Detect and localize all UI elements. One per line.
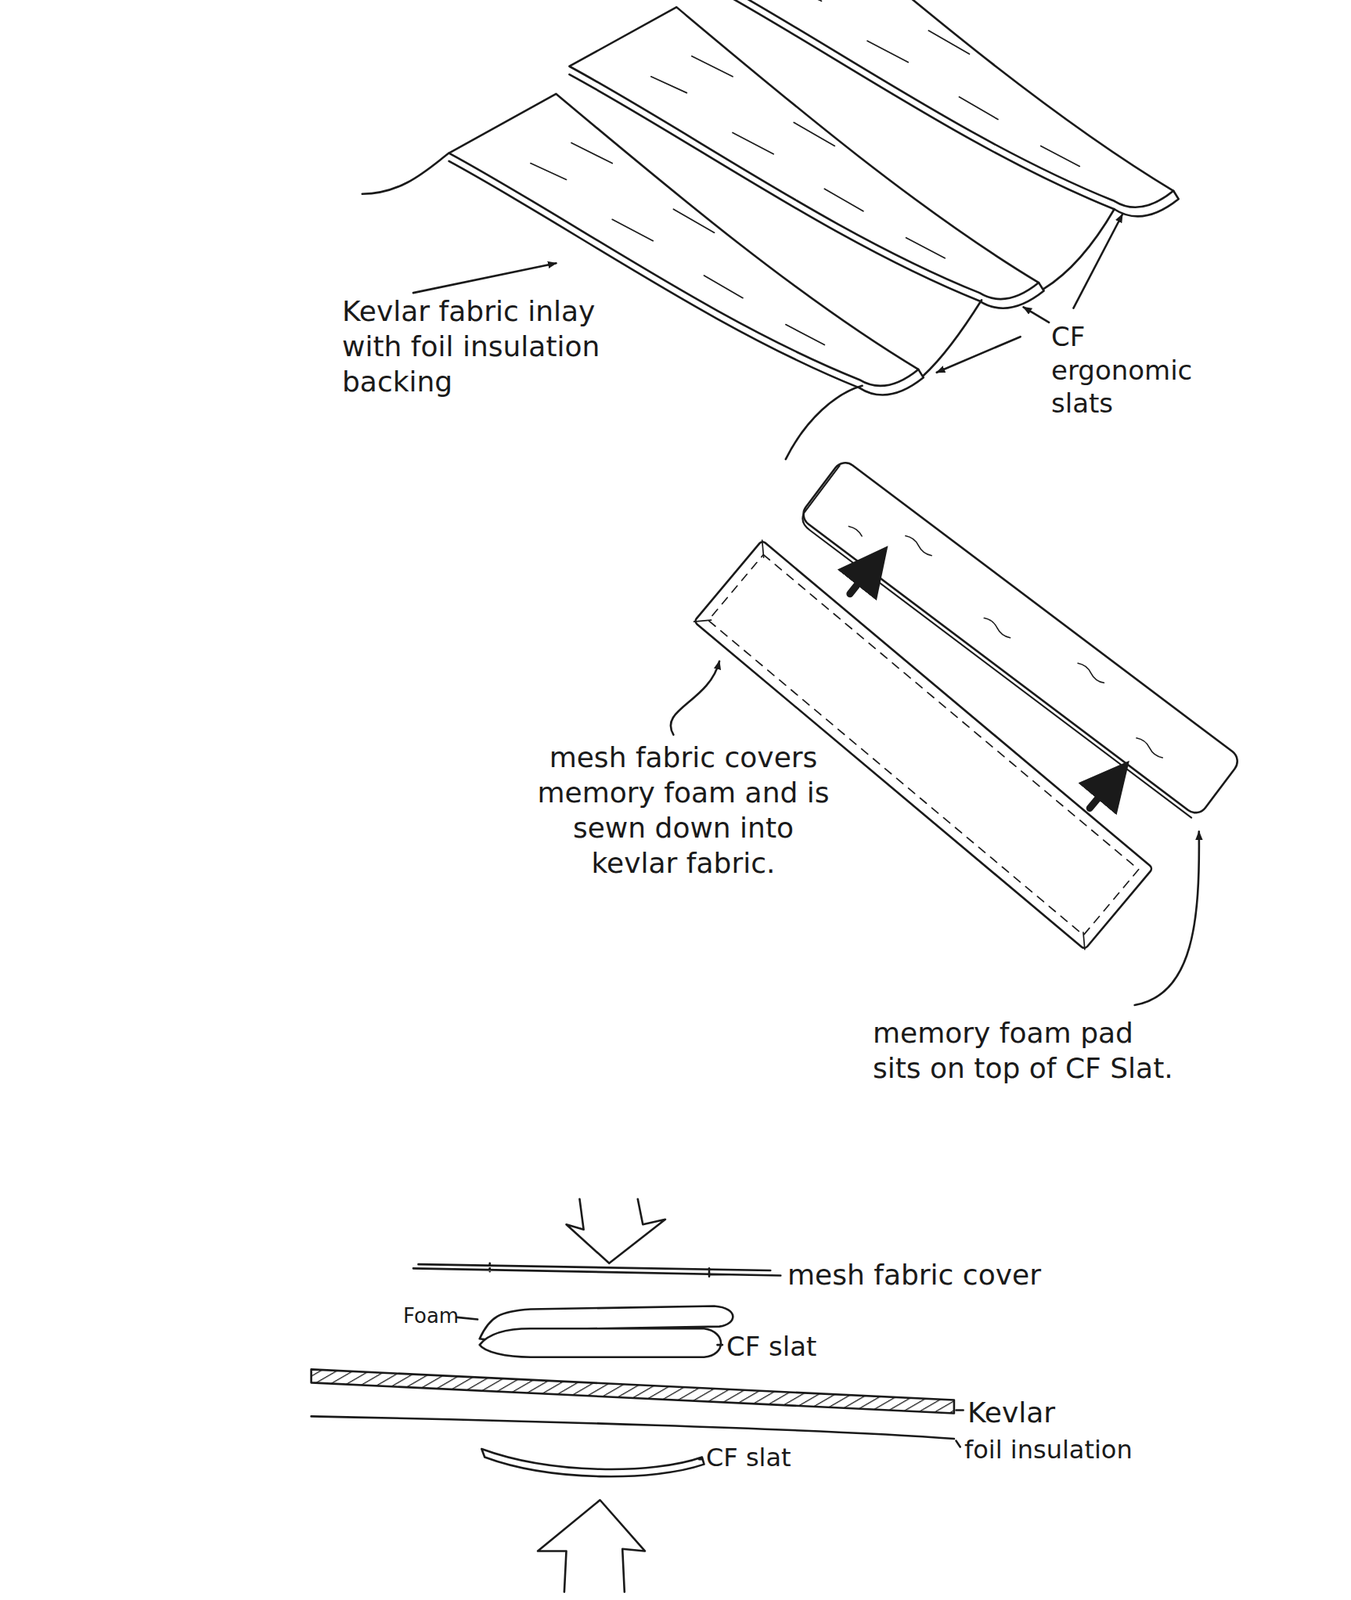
callout-label: foil insulation (964, 1433, 1133, 1466)
load-arrow (566, 1199, 666, 1264)
kevlar-layer (311, 1369, 955, 1413)
leader-line (936, 336, 1021, 373)
leader-dash (457, 1317, 964, 1460)
fabric-edge (362, 153, 450, 195)
leader-line (1073, 214, 1123, 309)
callout-label: CF slat (726, 1329, 817, 1364)
leader-line (413, 262, 557, 293)
leader-line (670, 661, 720, 735)
fabric-drape (785, 385, 863, 460)
support-arrow (537, 1499, 645, 1592)
callout-label: Kevlar fabric inlay with foil insulation… (342, 293, 638, 400)
fit-arrow (850, 569, 870, 594)
cf-slat-section (481, 1448, 704, 1477)
fabric-edge (923, 299, 982, 375)
callout-label: mesh fabric covers memory foam and is se… (535, 739, 832, 881)
leader-line (1134, 831, 1200, 1006)
callout-label: CF ergonomic slats (1051, 320, 1215, 421)
callout-label: memory foam pad sits on top of CF Slat. (872, 1015, 1179, 1086)
mesh-layer (413, 1263, 781, 1277)
callout-label: CF slat (706, 1441, 792, 1474)
callout-label: Kevlar (967, 1394, 1056, 1431)
callout-label: mesh fabric cover (787, 1257, 1042, 1293)
fit-arrow (1089, 783, 1110, 808)
foil-layer (311, 1415, 955, 1439)
leader-line (1023, 306, 1050, 323)
memory-foam-pad (796, 457, 1243, 822)
cf-slat-section (479, 1328, 721, 1358)
callout-label: Foam (403, 1303, 459, 1330)
